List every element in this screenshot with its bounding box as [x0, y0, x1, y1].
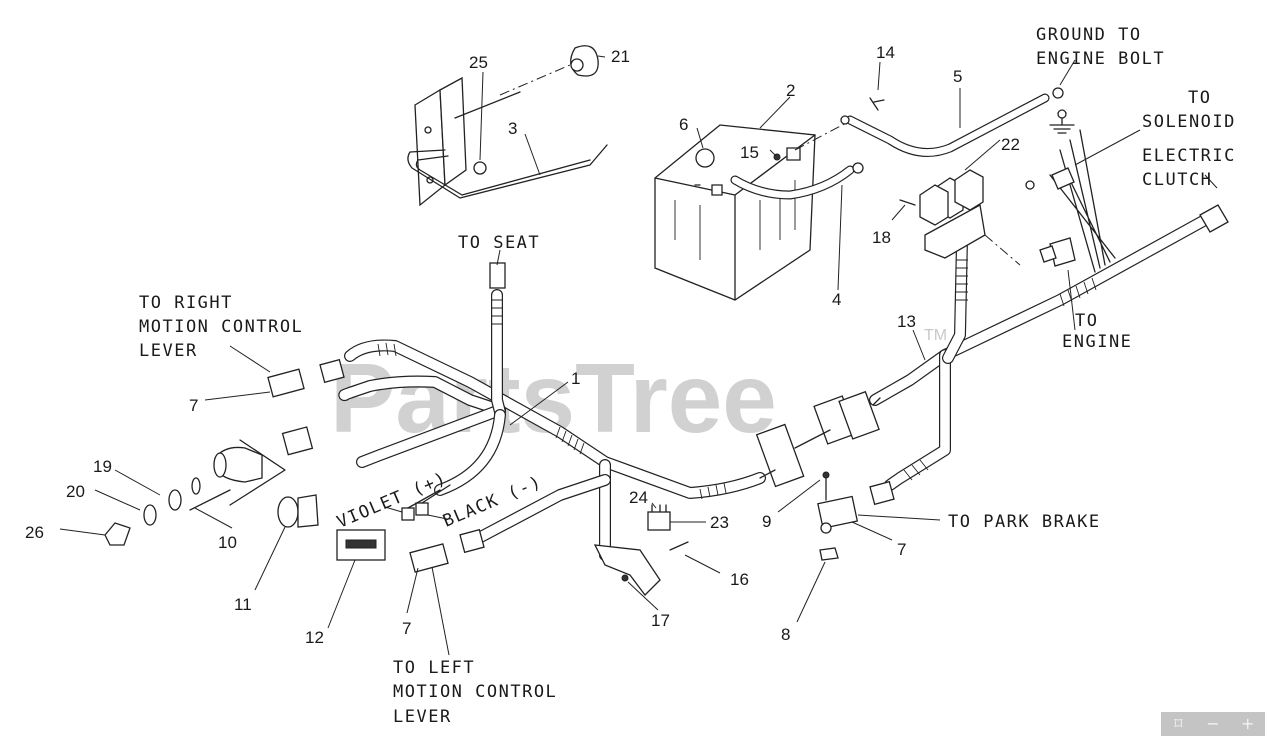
nut-19	[168, 489, 182, 511]
bracket-16-17	[593, 541, 689, 596]
key-26	[104, 522, 131, 546]
seat-connector	[489, 262, 506, 289]
callout-23: 23	[710, 513, 729, 532]
solenoid-leads	[1025, 167, 1075, 190]
bracket-3	[407, 45, 608, 207]
ground-label: GROUND TO ENGINE BOLT	[1036, 25, 1165, 69]
callout-22: 22	[1001, 135, 1020, 154]
callout-3: 3	[508, 119, 517, 138]
engine-label: TO ENGINE	[1062, 311, 1132, 352]
hour-meter-11	[277, 494, 319, 528]
callout-10: 10	[218, 533, 237, 552]
washer-19-a	[191, 477, 201, 495]
callout-19: 19	[93, 457, 112, 476]
svg-text:TO RIGHT: TO RIGHT	[139, 293, 233, 313]
callout-17: 17	[651, 611, 670, 630]
violet-label: VIOLET (+)	[334, 468, 450, 532]
callout-24: 24	[629, 488, 648, 507]
bolt-14	[869, 97, 885, 111]
svg-text:TO: TO	[1075, 311, 1098, 331]
connector-12	[336, 529, 386, 561]
ground-symbol	[1049, 109, 1075, 134]
callout-6: 6	[679, 115, 688, 134]
svg-text:TO: TO	[1188, 88, 1211, 108]
clutch-connector	[1199, 204, 1229, 233]
callout-26: 26	[25, 523, 44, 542]
seat-label: TO SEAT	[458, 233, 540, 253]
svg-text:SOLENOID: SOLENOID	[1142, 112, 1236, 132]
battery	[654, 124, 816, 301]
left-lever-label: TO LEFT MOTION CONTROL LEVER	[393, 658, 557, 727]
callout-18: 18	[872, 228, 891, 247]
battery-cable-4	[730, 162, 864, 200]
relay-assembly	[899, 169, 1021, 266]
engine-connector	[1039, 237, 1076, 267]
callout-5: 5	[953, 67, 962, 86]
callout-4: 4	[832, 290, 841, 309]
callout-9: 9	[762, 512, 771, 531]
svg-text:TO LEFT: TO LEFT	[393, 658, 475, 678]
right-lever-label: TO RIGHT MOTION CONTROL LEVER	[139, 293, 303, 361]
svg-text:MOTION CONTROL: MOTION CONTROL	[139, 317, 303, 337]
callout-21: 21	[611, 47, 630, 66]
callout-25: 25	[469, 53, 488, 72]
callout-16: 16	[730, 570, 749, 589]
zoom-out-icon[interactable]: −	[1206, 714, 1220, 733]
zoom-in-icon[interactable]: +	[1240, 714, 1255, 733]
callout-13: 13	[897, 312, 916, 331]
fit-view-icon[interactable]: ⌑	[1174, 714, 1183, 733]
right-lever-switch-7	[267, 358, 345, 398]
watermark: PartsTree	[330, 343, 777, 453]
diode-23-24	[647, 504, 671, 531]
watermark-trademark: TM	[924, 327, 947, 344]
svg-text:ENGINE BOLT: ENGINE BOLT	[1036, 49, 1165, 69]
svg-text:ELECTRIC: ELECTRIC	[1142, 146, 1236, 166]
svg-text:LEVER: LEVER	[393, 707, 452, 727]
ground-cable-5	[840, 87, 1064, 157]
violet-black-leads	[401, 484, 451, 521]
callout-11: 11	[234, 595, 252, 614]
callout-12: 12	[305, 628, 324, 647]
washer-20	[143, 504, 157, 526]
svg-text:LEVER: LEVER	[139, 341, 198, 361]
callout-1: 1	[571, 369, 580, 388]
svg-text:GROUND TO: GROUND TO	[1036, 25, 1142, 45]
solenoid-label: TO SOLENOID	[1142, 88, 1236, 132]
callout-14: 14	[876, 43, 895, 62]
callout-8: 8	[781, 625, 790, 644]
callout-15: 15	[740, 143, 759, 162]
zoom-controls: ⌑ − +	[1161, 712, 1265, 736]
callout-7-right-lever: 7	[189, 396, 198, 415]
callout-numbers: 1 2 3 4 5 6 7 7 7 8 9 10 11 12 13 14 16 …	[25, 43, 1020, 647]
left-lever-switch-7	[409, 528, 485, 573]
leader-lines	[59, 55, 1218, 656]
park-brake-label: TO PARK BRAKE	[948, 512, 1101, 532]
clutch-label: ELECTRIC CLUTCH	[1142, 146, 1236, 190]
svg-text:CLUTCH: CLUTCH	[1142, 170, 1212, 190]
svg-text:MOTION CONTROL: MOTION CONTROL	[393, 682, 557, 702]
callout-7-left-lever: 7	[402, 619, 411, 638]
svg-text:ENGINE: ENGINE	[1062, 332, 1132, 352]
center-connectors	[755, 390, 881, 488]
ignition-switch-10	[189, 426, 314, 511]
callout-7-park-brake: 7	[897, 540, 906, 559]
callout-20: 20	[66, 482, 85, 501]
callout-2: 2	[786, 81, 795, 100]
park-brake-switch-7	[817, 471, 895, 561]
